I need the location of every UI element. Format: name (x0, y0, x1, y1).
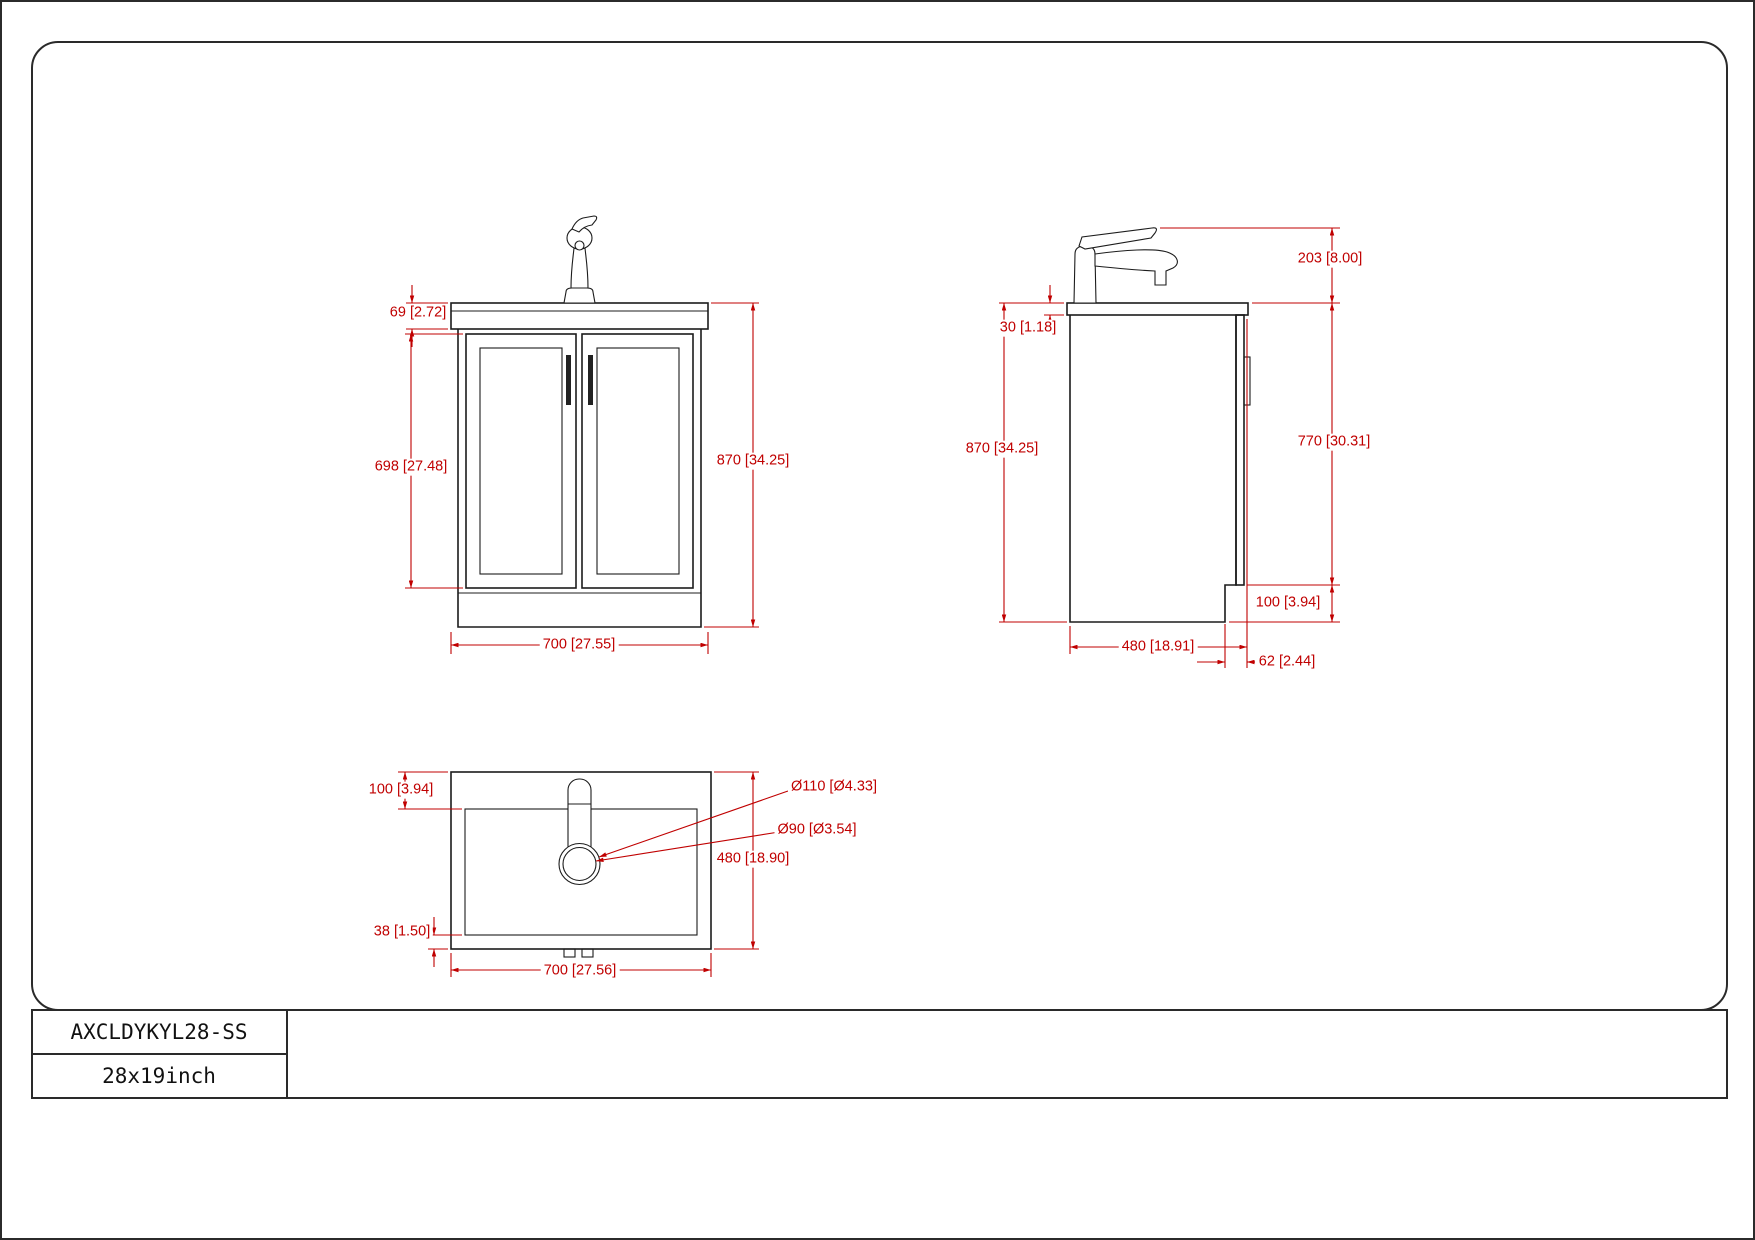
top-mount-tab-right (581, 948, 594, 958)
side-cabinet-body (1069, 315, 1237, 623)
front-cabinet-body (457, 329, 702, 628)
top-mount-tab-left (563, 948, 576, 958)
top-view (450, 771, 712, 958)
dim-front-door-height: 698 [27.48] (371, 458, 451, 476)
front-left-door (465, 333, 577, 589)
dim-side-total-height: 870 [34.25] (962, 440, 1042, 458)
title-block-model: AXCLDYKYL28-SS (70, 1020, 248, 1044)
dim-side-counter-thickness: 30 [1.18] (996, 319, 1060, 337)
front-right-door (581, 333, 694, 589)
top-faucet (567, 778, 592, 858)
dim-side-depth: 480 [18.91] (1118, 638, 1198, 656)
front-left-handle (566, 355, 571, 405)
dim-side-faucet-height: 203 [8.00] (1294, 250, 1366, 268)
side-view (1066, 227, 1251, 623)
side-faucet (1073, 227, 1178, 304)
front-right-handle (588, 355, 593, 405)
dim-front-width: 700 [27.55] (539, 636, 619, 654)
top-counter-outline (450, 771, 712, 950)
dim-top-rim-width: 38 [1.50] (370, 923, 434, 941)
dim-top-width: 700 [27.56] (540, 962, 620, 980)
dim-top-depth: 480 [18.90] (713, 850, 793, 868)
top-view-dimension-lines (398, 771, 789, 977)
title-block-size: 28x19inch (102, 1064, 216, 1088)
dim-front-counter-height: 69 [2.72] (386, 304, 450, 322)
title-block (31, 1009, 1728, 1099)
front-left-door-panel (479, 347, 563, 575)
front-right-door-panel (596, 347, 680, 575)
dim-front-total-height: 870 [34.25] (713, 452, 793, 470)
dim-top-faucet-offset: 100 [3.94] (365, 781, 437, 799)
front-view (450, 215, 709, 628)
front-faucet (563, 215, 598, 304)
side-countertop (1066, 302, 1249, 316)
dim-side-toe-kick-depth: 62 [2.44] (1255, 653, 1319, 671)
sheet-border (31, 41, 1728, 1011)
dim-top-hole-inner: Ø90 [Ø3.54] (774, 821, 860, 839)
top-faucet-hole-inner (562, 846, 597, 882)
front-countertop (450, 302, 709, 330)
side-door (1235, 314, 1245, 586)
dim-side-toe-kick-height: 100 [3.94] (1252, 594, 1324, 612)
dim-top-hole-outer: Ø110 [Ø4.33] (788, 778, 880, 796)
dim-side-front-height: 770 [30.31] (1294, 433, 1374, 451)
front-view-dimension-lines (405, 285, 759, 654)
